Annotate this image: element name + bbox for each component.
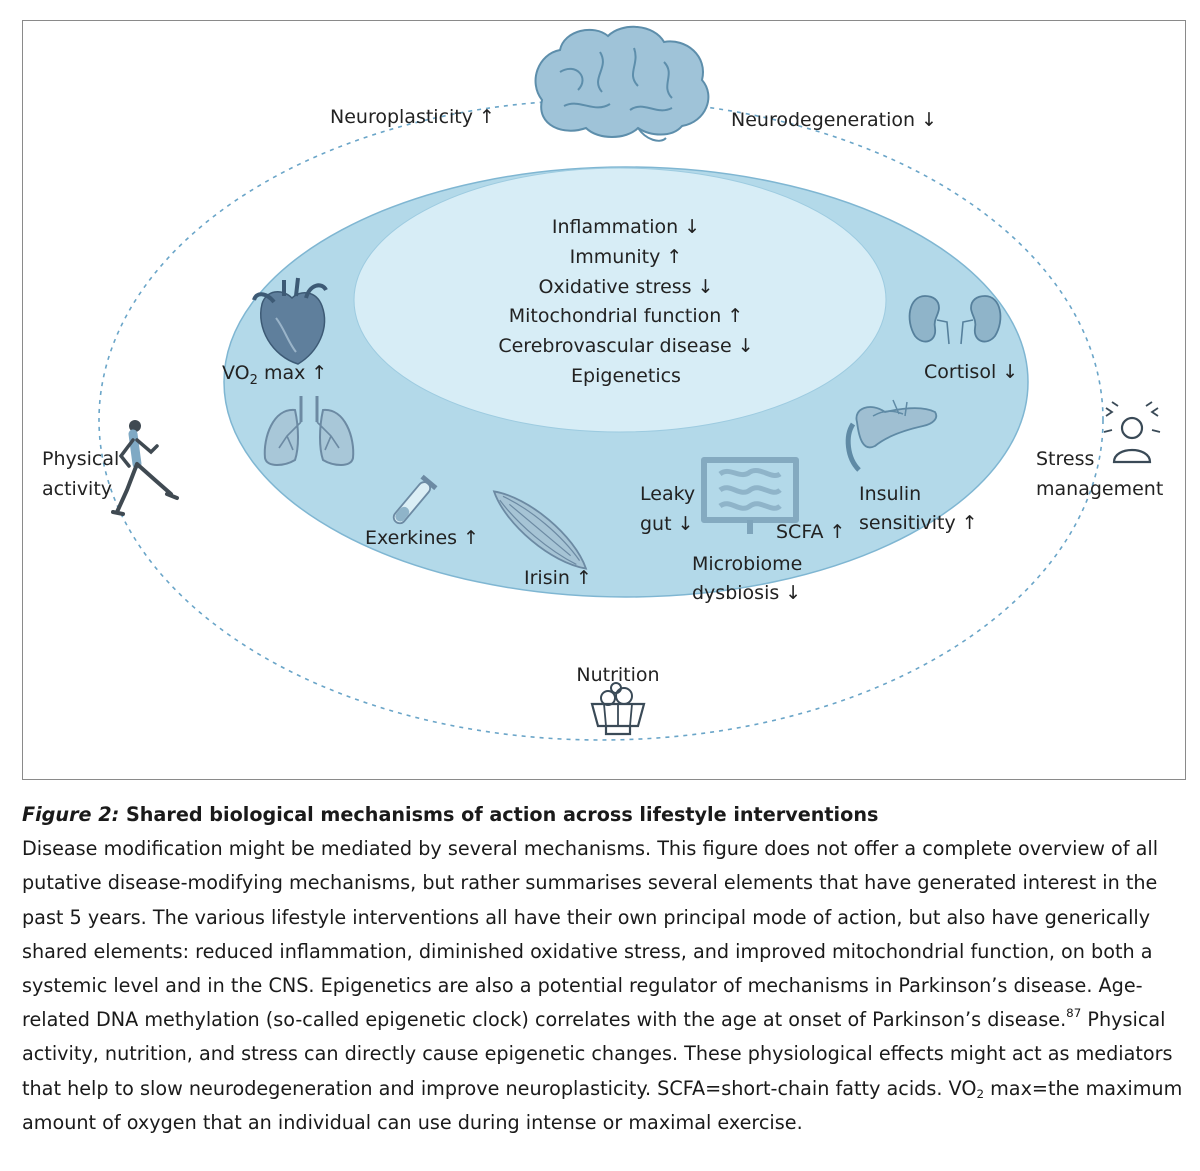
food-bowl-icon	[590, 682, 646, 736]
caption-reference-number: 87	[1066, 1006, 1082, 1021]
microbiome-label-line1: Microbiome	[692, 553, 802, 575]
exerkines-label: Exerkines ↑	[365, 527, 479, 549]
caption-body-part1: Disease modification might be mediated b…	[22, 837, 1159, 1032]
stress-management-label-line1: Stress	[1036, 448, 1094, 470]
caption-body: Disease modification might be mediated b…	[22, 832, 1187, 1140]
insulin-label-line1: Insulin	[859, 483, 921, 505]
mechanism-mitochondrial-function: Mitochondrial function ↑	[509, 305, 744, 327]
neurodegeneration-label: Neurodegeneration ↓	[731, 109, 937, 131]
figure-caption: Figure 2: Shared biological mechanisms o…	[22, 798, 1187, 1140]
caption-vo2-subscript: 2	[976, 1086, 985, 1101]
scfa-label: SCFA ↑	[776, 521, 845, 543]
stressed-person-icon	[1103, 401, 1161, 464]
pancreas-icon	[845, 399, 938, 472]
outer-dashed-ellipse	[98, 99, 1104, 741]
caption-title-text: Shared biological mechanisms of action a…	[119, 803, 879, 826]
lungs-icon	[263, 396, 355, 466]
vo2-max-label: VO2 max ↑	[222, 362, 327, 388]
insulin-label-line2: sensitivity ↑	[859, 512, 978, 534]
mechanism-oxidative-stress: Oxidative stress ↓	[538, 276, 713, 298]
brain-icon	[534, 25, 710, 142]
mechanism-inflammation: Inflammation ↓	[552, 216, 700, 238]
leaky-gut-label-line1: Leaky	[640, 483, 695, 505]
mechanism-epigenetics: Epigenetics	[571, 365, 681, 387]
physical-activity-label-line1: Physical	[42, 448, 119, 470]
test-tube-icon	[392, 474, 438, 525]
caption-title: Figure 2: Shared biological mechanisms o…	[22, 798, 1187, 832]
core-ellipse	[353, 167, 887, 433]
cortisol-label: Cortisol ↓	[924, 361, 1018, 383]
intestine-icon	[701, 457, 799, 534]
kidneys-icon	[908, 295, 1002, 345]
stress-management-label-line2: management	[1036, 478, 1163, 500]
runner-icon	[111, 420, 179, 516]
mechanism-immunity: Immunity ↑	[570, 246, 683, 268]
heart-icon	[252, 277, 328, 365]
muscle-icon	[492, 490, 588, 570]
microbiome-label-line2: dysbiosis ↓	[692, 582, 801, 604]
mechanism-cerebrovascular-disease: Cerebrovascular disease ↓	[498, 335, 753, 357]
diagram: Neuroplasticity ↑ Neurodegeneration ↓ In…	[42, 25, 1163, 741]
caption-body-part3: max=the maximum amount of oxygen that an…	[22, 1076, 1183, 1134]
irisin-label: Irisin ↑	[524, 567, 592, 589]
caption-body-part2: Physical activity, nutrition, and stress…	[22, 1008, 1173, 1100]
leaky-gut-label-line2: gut ↓	[640, 513, 694, 535]
neuroplasticity-label: Neuroplasticity ↑	[330, 106, 495, 128]
caption-figure-label: Figure 2:	[22, 803, 120, 826]
nutrition-label: Nutrition	[576, 664, 659, 686]
physical-activity-label-line2: activity	[42, 478, 112, 500]
